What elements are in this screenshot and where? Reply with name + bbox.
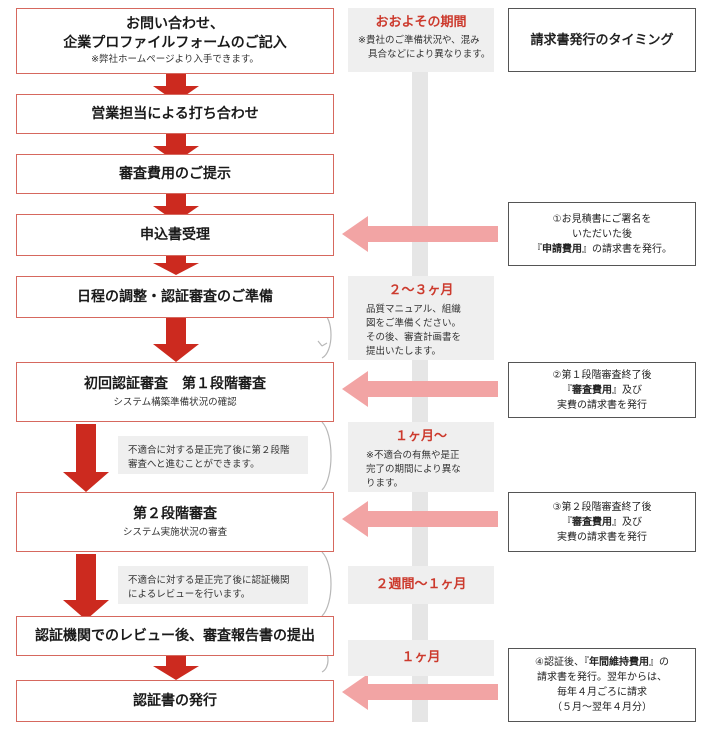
period-prep-line2: 図をご準備ください。 — [366, 318, 462, 329]
step-inquiry-title-2: 企業プロファイルフォームのご記入 — [63, 35, 287, 51]
step-stage1-audit-title: 初回認証審査 第１段階審査 — [84, 375, 266, 392]
timing-3-line1: ③第２段階審査終了後 — [552, 501, 652, 513]
step-inquiry-title-1: お問い合わせ、 — [126, 16, 224, 32]
step-schedule-prep-title: 日程の調整・認証審査のご準備 — [77, 288, 273, 305]
down-arrow-5 — [153, 318, 199, 362]
down-arrow-4 — [153, 256, 199, 275]
note-corrective-stage2-line1: 不適合に対する是正完了後に第２段階 — [128, 445, 290, 456]
timing-4-line2: 請求書を発行。翌年からは、 — [537, 672, 667, 683]
period-bracket-2 — [321, 421, 332, 491]
down-arrow-2 — [153, 134, 199, 162]
step-sales-meeting-title: 営業担当による打ち合わせ — [91, 105, 259, 122]
timing-stage2-fee: ③第２段階審査終了後 『審査費用』及び 実費の請求書を発行 — [508, 492, 696, 552]
period-bracket-1 — [321, 311, 332, 359]
timing-header-title: 請求書発行のタイミング — [530, 32, 674, 48]
down-arrow-3 — [153, 194, 199, 222]
invoice-arrow-4 — [342, 674, 498, 710]
note-corrective-review: 不適合に対する是正完了後に認証機関 によるレビューを行います。 — [118, 566, 308, 604]
invoice-arrow-3 — [342, 501, 498, 537]
step-sales-meeting: 営業担当による打ち合わせ — [16, 94, 334, 134]
period-header-title: おおよその期間 — [375, 15, 467, 30]
period-stage2-title: ２週間〜１ヶ月 — [375, 577, 467, 592]
note-corrective-review-line1: 不適合に対する是正完了後に認証機関 — [128, 575, 290, 586]
timing-application-fee: ①お見積書にご署名を いただいた後 『申請費用』の請求書を発行。 — [508, 202, 696, 266]
period-prep-title: ２〜３ヶ月 — [388, 283, 454, 298]
step-stage2-audit-title: 第２段階審査 — [133, 505, 217, 522]
step-stage2-audit-sub: システム実施状況の審査 — [122, 526, 228, 538]
timing-3-line3: 実費の請求書を発行 — [557, 531, 647, 543]
step-fee-proposal-title: 審査費用のご提示 — [119, 165, 231, 182]
step-review-report: 認証機関でのレビュー後、審査報告書の提出 — [16, 616, 334, 656]
period-stage1-title: １ヶ月〜 — [394, 429, 447, 444]
invoice-arrow-2 — [342, 371, 498, 407]
down-arrow-1 — [153, 74, 199, 102]
down-arrow-7 — [63, 554, 109, 620]
period-stage1-line3: ります。 — [366, 478, 404, 489]
step-application-received-title: 申込書受理 — [140, 226, 210, 243]
period-header-note-2: 具合などにより異なります。 — [368, 49, 491, 60]
timing-3-line2: 『審査費用』及び — [562, 516, 642, 528]
timing-2-line2: 『審査費用』及び — [562, 384, 642, 396]
step-review-report-title: 認証機関でのレビュー後、審査報告書の提出 — [35, 627, 315, 644]
period-prep-line3: その後、審査計画書を — [366, 332, 462, 343]
period-stage1-line1: ※不適合の有無や是正 — [366, 450, 460, 461]
period-bracket-3 — [321, 551, 332, 617]
step-certificate-issue: 認証書の発行 — [16, 680, 334, 722]
timing-annual-fee: ④認証後、『年間維持費用』の 請求書を発行。翌年からは、 毎年４月ごろに請求 （… — [508, 648, 696, 722]
note-corrective-stage2: 不適合に対する是正完了後に第２段階 審査へと進むことができます。 — [118, 436, 308, 474]
timing-4-line4: （５月〜翌年４月分） — [552, 702, 652, 713]
bracket-tick-1 — [317, 340, 328, 347]
invoice-arrow-1 — [342, 216, 498, 252]
period-review-title: １ヶ月 — [401, 650, 441, 665]
period-stage1-line2: 完了の期間により異な — [366, 464, 461, 475]
step-stage1-audit-sub: システム構築準備状況の確認 — [113, 396, 237, 408]
timing-2-line1: ②第１段階審査終了後 — [552, 369, 652, 381]
step-inquiry-sub: ※弊社ホームページより入手できます。 — [91, 54, 259, 65]
step-schedule-prep: 日程の調整・認証審査のご準備 — [16, 276, 334, 318]
period-prep-line1: 品質マニュアル、組織 — [366, 304, 461, 315]
period-stage2: ２週間〜１ヶ月 — [348, 566, 494, 604]
period-prep: ２〜３ヶ月 品質マニュアル、組織 図をご準備ください。 その後、審査計画書を 提… — [348, 276, 494, 360]
down-arrow-6 — [63, 424, 109, 492]
timing-4-line3: 毎年４月ごろに請求 — [557, 687, 647, 698]
period-review: １ヶ月 — [348, 640, 494, 676]
timing-header: 請求書発行のタイミング — [508, 8, 696, 72]
period-header-note-1: ※貴社のご準備状況や、混み — [358, 35, 480, 46]
step-application-received: 申込書受理 — [16, 214, 334, 256]
step-certificate-issue-title: 認証書の発行 — [133, 692, 217, 709]
step-inquiry: お問い合わせ、 企業プロファイルフォームのご記入 ※弊社ホームページより入手でき… — [16, 8, 334, 74]
note-corrective-review-line2: によるレビューを行います。 — [128, 589, 251, 600]
period-prep-line4: 提出いたします。 — [366, 346, 442, 357]
timing-1-line2: いただいた後 — [572, 228, 632, 240]
timing-4-line1: ④認証後、『年間維持費用』の — [535, 657, 669, 668]
timing-1-line3: 『申請費用』の請求書を発行。 — [532, 243, 672, 255]
timing-1-line1: ①お見積書にご署名を — [552, 213, 652, 225]
period-header: おおよその期間 ※貴社のご準備状況や、混み 具合などにより異なります。 — [348, 8, 494, 72]
period-stage1: １ヶ月〜 ※不適合の有無や是正 完了の期間により異な ります。 — [348, 422, 494, 492]
timing-2-line3: 実費の請求書を発行 — [557, 399, 647, 411]
step-stage2-audit: 第２段階審査 システム実施状況の審査 — [16, 492, 334, 552]
timing-stage1-fee: ②第１段階審査終了後 『審査費用』及び 実費の請求書を発行 — [508, 362, 696, 418]
step-fee-proposal: 審査費用のご提示 — [16, 154, 334, 194]
step-stage1-audit: 初回認証審査 第１段階審査 システム構築準備状況の確認 — [16, 362, 334, 422]
down-arrow-8 — [153, 656, 199, 680]
note-corrective-stage2-line2: 審査へと進むことができます。 — [128, 459, 260, 470]
